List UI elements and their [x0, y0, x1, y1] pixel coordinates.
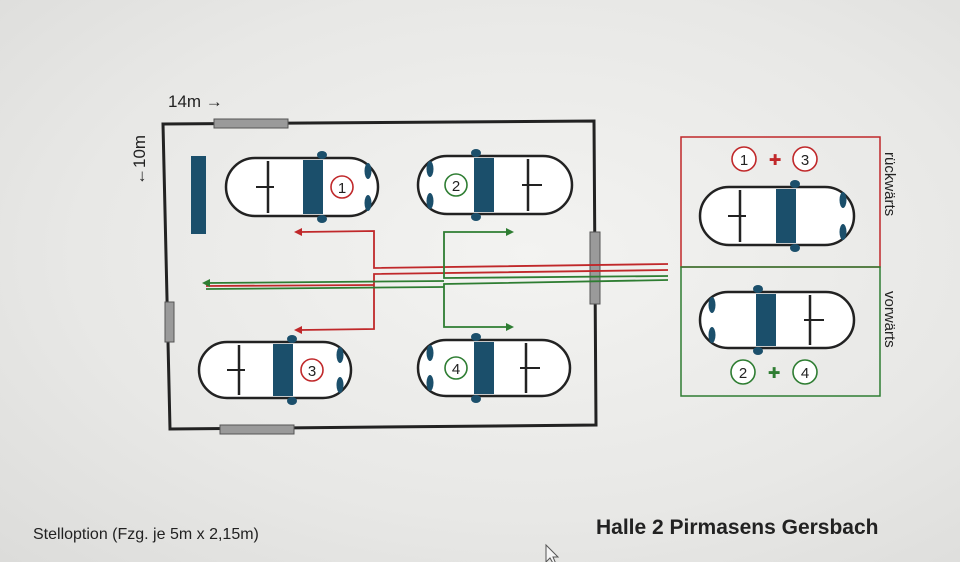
arrowhead-green-exit [202, 279, 210, 287]
vehicle-1-body [224, 156, 380, 218]
arrowhead-green-2 [506, 228, 514, 236]
vehicle-2-number: 2 [452, 178, 460, 195]
legend-backward-vehicle [698, 180, 856, 252]
vehicle-4: 4 [416, 333, 572, 403]
legend-forward-b: 4 [801, 365, 809, 382]
arrowhead-red-1 [294, 228, 302, 236]
route-green-from-2 [443, 231, 669, 279]
vehicle-4-badge [444, 356, 468, 380]
vehicle-1-badge [330, 175, 354, 199]
vehicle-1-cab [303, 160, 323, 214]
vehicle-2-cab [474, 158, 494, 212]
legend-forward-vehicle [698, 285, 856, 355]
route-green-exit-a [205, 280, 445, 284]
legend-backward: 1 ✚ 3 [680, 136, 881, 268]
route-red-exit [205, 284, 375, 287]
door-bottom [219, 424, 295, 435]
vehicle-3: 3 [197, 335, 353, 405]
vehicle-4-cab [474, 342, 494, 394]
route-green-exit-b [205, 286, 445, 290]
vehicle-1-number: 1 [338, 180, 346, 197]
mouse-cursor-icon [545, 543, 560, 562]
vehicle-4-number: 4 [452, 361, 460, 378]
route-red-to-1 [299, 230, 669, 269]
legend-forward: 2 ✚ 4 [680, 266, 881, 397]
width-dimension-label: 14m → [168, 92, 223, 111]
stell-option-caption: Stelloption (Fzg. je 5m x 2,15m) [33, 526, 259, 543]
vehicle-3-cab [273, 344, 293, 396]
door-left [164, 301, 175, 343]
arrowhead-green-4 [506, 323, 514, 331]
legend-backward-plus: ✚ [769, 151, 782, 169]
hall-title: Halle 2 Pirmasens Gersbach [596, 516, 879, 539]
legend-forward-label: vorwärts [881, 291, 898, 348]
arrowhead-red-3 [294, 326, 302, 334]
route-arrowheads [202, 228, 514, 334]
legend-backward-b: 3 [801, 152, 809, 169]
legend-backward-label: rückwärts [881, 152, 898, 217]
vehicle-2-badge [444, 173, 468, 197]
routes [205, 230, 669, 331]
vehicle-3-badge [300, 358, 324, 382]
wall-rack [191, 156, 206, 234]
legend-forward-box [680, 266, 881, 397]
legend-forward-plus: ✚ [768, 364, 781, 382]
route-green-from-4 [443, 279, 669, 328]
route-red-to-3 [299, 269, 669, 331]
legend-forward-a: 2 [739, 365, 747, 382]
vehicle-2: 2 [416, 149, 574, 221]
vehicle-1: 1 [224, 151, 380, 223]
vehicle-3-number: 3 [308, 363, 316, 380]
legend-backward-a: 1 [740, 152, 748, 169]
door-right [589, 231, 601, 305]
door-top [213, 118, 289, 129]
vehicle-2-body [416, 154, 574, 216]
